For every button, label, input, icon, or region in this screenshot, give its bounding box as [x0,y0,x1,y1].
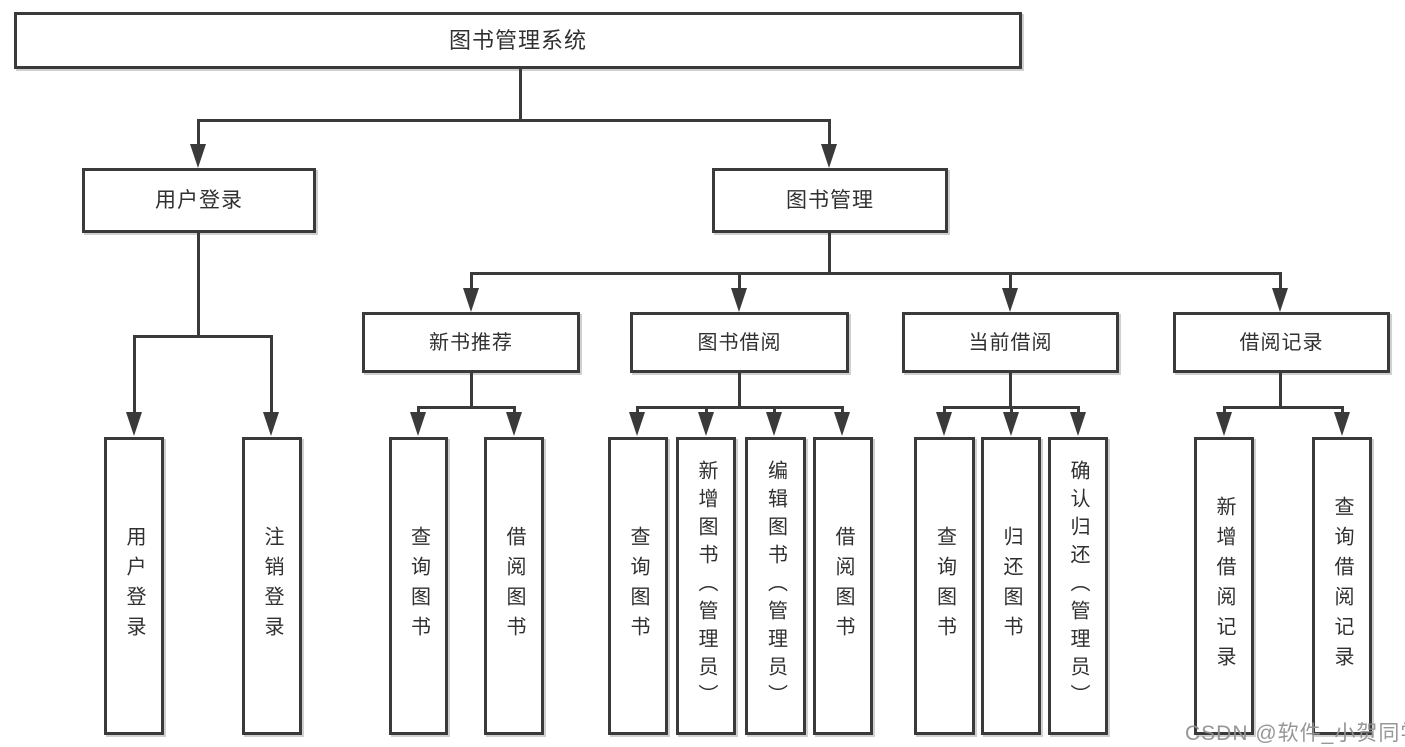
connector-line [470,272,473,290]
arrow-down-icon [506,412,522,436]
node-label: 新书推荐 [429,331,513,354]
connector-line [197,119,831,122]
connector-line [828,119,831,148]
arrow-down-icon [1216,412,1232,436]
connector-line [828,233,831,272]
connector-line [133,335,136,415]
leaf-label: 新增借阅记录 [1213,496,1235,676]
node-label: 用户登录 [155,189,243,212]
connector-line [1279,272,1282,290]
leaf-label: 注销登录 [261,526,283,646]
leaf-confirm-return-admin: 确认归还（管理员） [1048,437,1108,735]
connector-line [1279,373,1282,406]
arrow-down-icon [766,412,782,436]
connector-line [1223,406,1343,409]
leaf-add-borrow-record: 新增借阅记录 [1194,437,1254,735]
node-current-borrow: 当前借阅 [902,312,1119,373]
connector-line [417,406,420,416]
leaf-label: 归还图书 [1000,526,1022,646]
arrow-down-icon [463,288,479,312]
connector-line [1009,373,1012,406]
leaf-borrow-books-newbook: 借阅图书 [484,437,544,735]
node-label: 图书借阅 [697,331,782,354]
node-label: 当前借阅 [968,331,1053,354]
node-library-management-system: 图书管理系统 [14,12,1022,69]
node-book-borrow: 图书借阅 [630,312,849,373]
csdn-watermark: CSDN @软件_小贺同学 [1185,722,1405,745]
connector-line [738,373,741,406]
leaf-label: 借阅图书 [832,526,854,646]
leaf-edit-books-admin: 编辑图书（管理员） [745,437,806,735]
arrow-down-icon [629,412,645,436]
arrow-down-icon [936,412,952,436]
leaf-query-books-current: 查询图书 [914,437,975,735]
leaf-label: 编辑图书（管理员） [764,460,787,712]
connector-line [513,406,516,416]
leaf-label: 查询图书 [627,526,649,646]
connector-line [773,406,776,416]
arrow-down-icon [731,288,747,312]
connector-line [197,119,200,148]
connector-line [470,373,473,406]
connector-line [738,272,741,290]
leaf-label: 用户登录 [123,526,145,646]
connector-line [270,335,273,415]
leaf-label: 确认归还（管理员） [1067,460,1089,712]
node-borrow-record: 借阅记录 [1173,312,1390,373]
arrow-down-icon [1272,288,1288,312]
node-label: 图书管理 [786,189,874,212]
leaf-label: 查询图书 [933,526,956,646]
connector-line [636,406,639,416]
leaf-return-books: 归还图书 [981,437,1041,735]
connector-line [636,406,844,409]
node-label: 借阅记录 [1239,331,1324,354]
connector-line [519,68,522,119]
arrow-down-icon [126,412,142,436]
leaf-query-books-borrow: 查询图书 [608,437,668,735]
node-label: 图书管理系统 [448,27,587,53]
arrow-down-icon [821,144,837,168]
leaf-label: 新增图书（管理员） [695,460,717,712]
connector-line [1009,272,1012,290]
arrow-down-icon [834,412,850,436]
leaf-user-login: 用户登录 [104,437,164,735]
arrow-down-icon [1070,412,1086,436]
connector-line [1077,406,1080,416]
leaf-query-borrow-record: 查询借阅记录 [1312,437,1372,735]
connector-line [417,406,516,409]
connector-line [470,272,1282,275]
node-book-management: 图书管理 [712,168,948,233]
connector-line [841,406,844,416]
connector-line [197,233,200,335]
connector-line [943,406,946,416]
leaf-query-books-newbook: 查询图书 [389,437,448,735]
leaf-add-books-admin: 新增图书（管理员） [676,437,736,735]
leaf-label: 查询图书 [407,526,430,646]
node-new-book-recommend: 新书推荐 [362,312,580,373]
arrow-down-icon [698,412,714,436]
arrow-down-icon [1334,412,1350,436]
leaf-borrow-books: 借阅图书 [813,437,873,735]
connector-line [1223,406,1226,416]
connector-line [133,335,273,338]
leaf-label: 借阅图书 [503,526,525,646]
connector-line [1010,406,1013,416]
node-user-login: 用户登录 [82,168,316,233]
arrow-down-icon [1002,288,1018,312]
leaf-logout: 注销登录 [242,437,302,735]
arrow-down-icon [1003,412,1019,436]
connector-line [705,406,708,416]
arrow-down-icon [190,144,206,168]
connector-line [1341,406,1344,416]
arrow-down-icon [263,412,279,436]
arrow-down-icon [410,412,426,436]
leaf-label: 查询借阅记录 [1331,496,1353,676]
